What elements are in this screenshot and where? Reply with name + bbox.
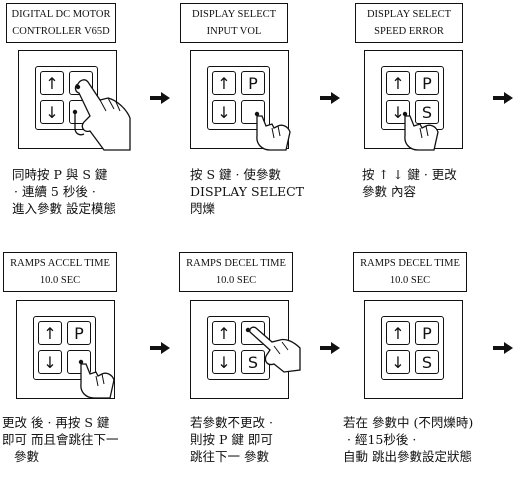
p-key[interactable] [69, 71, 93, 95]
lcd-line-2: 10.0 SEC [39, 275, 81, 286]
keypad: ↑ ↓ S [207, 316, 270, 380]
down-key[interactable]: ↓ [386, 350, 410, 374]
keypad-panel-3: ↑ P ↓ S [364, 50, 463, 149]
lcd-line-1: RAMPS DECEL TIME [186, 258, 286, 269]
lcd-display-4: RAMPS ACCEL TIME 10.0 SEC [3, 252, 117, 292]
desc-line: 按 ↑ ↓ 鍵 · 更改 [362, 167, 457, 182]
up-key[interactable]: ↑ [386, 71, 410, 95]
down-key[interactable]: ↓ [40, 100, 64, 124]
up-key[interactable]: ↑ [386, 321, 410, 345]
lcd-line-2: CONTROLLER V65D [12, 26, 110, 37]
desc-line: 參數 [14, 449, 40, 464]
lcd-line-1: RAMPS DECEL TIME [360, 258, 460, 269]
up-key[interactable]: ↑ [38, 321, 62, 345]
keypad-panel-5: ↑ ↓ S [190, 300, 289, 399]
lcd-display-3: DISPLAY SELECT SPEED ERROR [355, 3, 463, 43]
next-step-arrow-icon [320, 342, 340, 354]
next-step-arrow-icon [493, 92, 513, 104]
step-description-1: 同時按 P 與 S 鍵 · 連續 5 秒後 · 進入參數 設定模態 [12, 166, 116, 217]
p-key[interactable]: P [241, 71, 265, 95]
lcd-display-2: DISPLAY SELECT INPUT VOL [180, 3, 288, 43]
s-key[interactable]: S [241, 350, 265, 374]
p-key[interactable]: P [415, 321, 439, 345]
lcd-line-2: INPUT VOL [206, 26, 262, 37]
s-key[interactable]: S [415, 100, 439, 124]
desc-line: 閃爍 [190, 201, 216, 216]
desc-line: · 經15秒後 · [347, 432, 417, 447]
down-key[interactable]: ↓ [38, 350, 62, 374]
lcd-line-1: DISPLAY SELECT [366, 9, 452, 20]
lcd-line-1: DIGITAL DC MOTOR [11, 9, 111, 20]
step-description-5: 若參數不更改 · 則按 P 鍵 即可 跳往下一 參數 [190, 414, 273, 465]
down-key[interactable]: ↓ [212, 100, 236, 124]
step-description-4: 更改 後 · 再按 S 鍵 即可 而且會跳往下一 參數 [2, 414, 118, 465]
keypad: ↑ ↓ [35, 66, 98, 130]
down-key[interactable]: ↓ [386, 100, 410, 124]
lcd-line-2: SPEED ERROR [374, 26, 444, 37]
s-key[interactable] [67, 350, 91, 374]
desc-line: 參數 內容 [362, 184, 416, 199]
next-step-arrow-icon [493, 342, 513, 354]
desc-line: · 連續 5 秒後 · [14, 184, 96, 199]
lcd-line-1: RAMPS ACCEL TIME [10, 258, 110, 269]
desc-line: DISPLAY SELECT [190, 184, 304, 199]
next-step-arrow-icon [150, 92, 170, 104]
s-key[interactable] [69, 100, 93, 124]
p-key[interactable]: P [415, 71, 439, 95]
next-step-arrow-icon [150, 342, 170, 354]
p-key[interactable] [241, 321, 265, 345]
desc-line: 按 S 鍵 · 使參數 [190, 167, 281, 182]
desc-line: 跳往下一 參數 [190, 449, 269, 464]
s-key[interactable]: S [415, 350, 439, 374]
keypad: ↑ P ↓ S [381, 66, 444, 130]
step-description-2: 按 S 鍵 · 使參數 DISPLAY SELECT 閃爍 [190, 166, 304, 217]
lcd-line-2: 10.0 SEC [215, 275, 257, 286]
keypad-panel-1: ↑ ↓ [18, 50, 117, 149]
up-key[interactable]: ↑ [40, 71, 64, 95]
step-description-3: 按 ↑ ↓ 鍵 · 更改 參數 內容 [362, 166, 457, 200]
lcd-display-5: RAMPS DECEL TIME 10.0 SEC [179, 252, 293, 292]
desc-line: 更改 後 · 再按 S 鍵 [2, 415, 110, 430]
desc-line: 若在 參數中 (不閃爍時) [343, 415, 474, 430]
keypad: ↑ P ↓ [33, 316, 96, 380]
down-key[interactable]: ↓ [212, 350, 236, 374]
lcd-display-1: DIGITAL DC MOTOR CONTROLLER V65D [6, 3, 116, 43]
keypad-panel-6: ↑ P ↓ S [364, 300, 463, 399]
p-key[interactable]: P [67, 321, 91, 345]
lcd-display-6: RAMPS DECEL TIME 10.0 SEC [353, 252, 467, 292]
up-key[interactable]: ↑ [212, 71, 236, 95]
lcd-line-1: DISPLAY SELECT [191, 9, 277, 20]
desc-line: 則按 P 鍵 即可 [190, 432, 273, 447]
keypad-panel-4: ↑ P ↓ [16, 300, 115, 399]
step-description-6: 若在 參數中 (不閃爍時) · 經15秒後 · 自動 跳出參數設定狀態 [343, 414, 473, 465]
up-key[interactable]: ↑ [212, 321, 236, 345]
s-key[interactable] [241, 100, 265, 124]
next-step-arrow-icon [320, 92, 340, 104]
keypad-panel-2: ↑ P ↓ [190, 50, 289, 149]
desc-line: 進入參數 設定模態 [12, 201, 116, 216]
desc-line: 同時按 P 與 S 鍵 [12, 167, 108, 182]
keypad: ↑ P ↓ [207, 66, 270, 130]
desc-line: 即可 而且會跳往下一 [2, 432, 119, 447]
desc-line: 自動 跳出參數設定狀態 [343, 449, 472, 464]
lcd-line-2: 10.0 SEC [389, 275, 431, 286]
keypad: ↑ P ↓ S [381, 316, 444, 380]
desc-line: 若參數不更改 · [190, 415, 273, 430]
